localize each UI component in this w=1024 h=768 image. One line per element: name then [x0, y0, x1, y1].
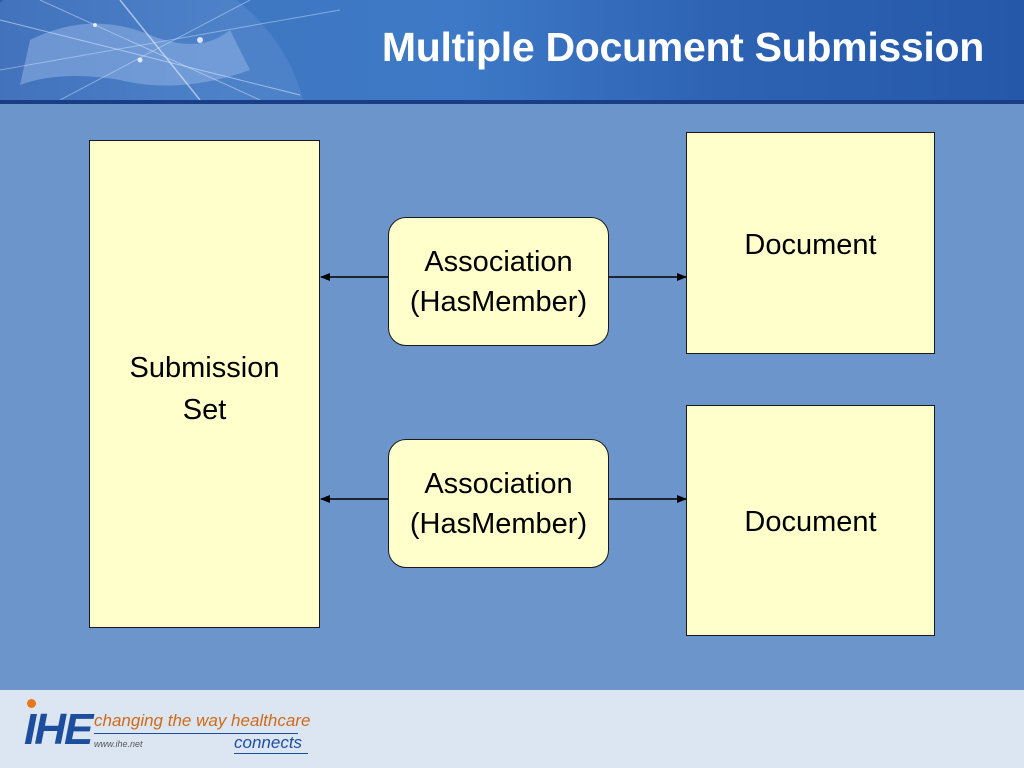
association-box-1: Association (HasMember) [388, 217, 609, 346]
association-1-label-line2: (HasMember) [409, 285, 588, 318]
globe-network-graphic [0, 0, 341, 100]
document-1-label: Document [744, 229, 877, 261]
submission-set-label-line1: Submission [129, 352, 280, 384]
association-2-label-line1: Association [424, 467, 573, 500]
logo-url: www.ihe.net [94, 739, 143, 749]
logo-tagline-2: connects [234, 733, 303, 752]
submission-set-label-line2: Set [182, 394, 227, 426]
association-box-2: Association (HasMember) [388, 439, 609, 568]
logo-tagline-1: changing the way healthcare [94, 711, 311, 730]
ihe-logo: IHE changing the way healthcare www.ihe.… [20, 697, 320, 763]
slide-footer [0, 690, 1024, 768]
logo-mark: IHE [24, 705, 93, 754]
association-2-label-line2: (HasMember) [409, 507, 588, 540]
logo-dot-icon [27, 699, 36, 708]
slide-title: Multiple Document Submission [381, 24, 984, 70]
association-1-label-line1: Association [424, 245, 573, 278]
logo-underline-1 [94, 733, 298, 734]
document-box-2: Document [686, 405, 935, 636]
header-divider [0, 100, 1024, 104]
document-box-1: Document [686, 132, 935, 354]
document-2-label: Document [744, 506, 877, 538]
slide-header: Multiple Document Submission [0, 0, 1024, 100]
logo-underline-2 [234, 753, 308, 754]
submission-set-box: Submission Set [89, 140, 320, 628]
